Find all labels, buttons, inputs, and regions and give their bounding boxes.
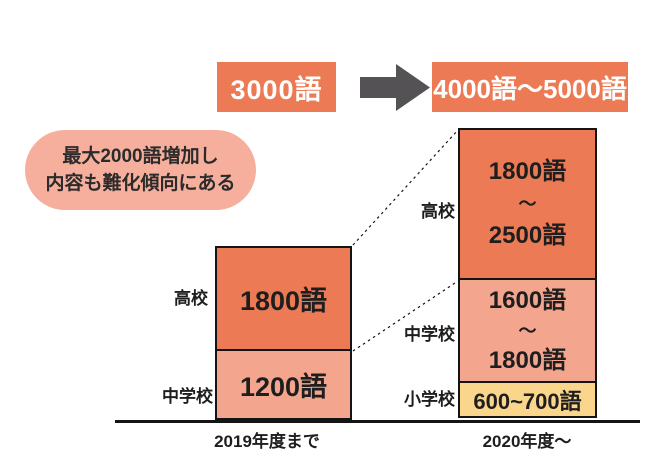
after-total-box: 4000語〜5000語 [432, 62, 628, 112]
before-total-box: 3000語 [217, 62, 336, 112]
bar-2020-elementary-segment: 600~700語 [458, 381, 597, 418]
bar-2019-highschool-segment: 1800語 [215, 246, 352, 351]
bar-2020-juniorhigh-segment: 1600語 〜 1800語 [458, 278, 597, 383]
label-2020-highschool: 高校 [421, 202, 455, 221]
callout-line-1: 最大2000語増加し [62, 146, 219, 167]
before-total-label: 3000語 [230, 74, 323, 105]
bar-2020-juniorhigh-tilde: 〜 [518, 320, 537, 341]
label-2019-highschool: 高校 [174, 289, 208, 308]
callout-line-2: 内容も難化傾向にある [45, 173, 236, 194]
bar-2020-juniorhigh-value-min: 1600語 [488, 286, 567, 314]
label-2020-juniorhigh: 中学校 [404, 325, 455, 344]
right-arrow-icon [360, 64, 430, 111]
bar-2020: 1800語 〜 2500語 1600語 〜 1800語 600~700語 [458, 128, 597, 418]
axis-label-2019: 2019年度まで [214, 432, 320, 451]
label-2019-juniorhigh: 中学校 [162, 387, 213, 406]
bar-2020-highschool-value-min: 1800語 [488, 158, 567, 185]
bar-2019-highschool-value: 1800語 [239, 286, 328, 316]
bar-2020-highschool-tilde: 〜 [518, 194, 537, 214]
axis-label-2020: 2020年度〜 [482, 432, 572, 451]
after-total-label: 4000語〜5000語 [433, 73, 627, 104]
bar-2019: 1800語 1200語 [215, 246, 352, 420]
bar-2020-highschool-segment: 1800語 〜 2500語 [458, 128, 597, 280]
label-2020-elementary: 小学校 [404, 390, 455, 409]
bar-2020-juniorhigh-value-max: 1800語 [488, 346, 567, 374]
callout-bubble: 最大2000語増加し 内容も難化傾向にある [25, 130, 256, 210]
bar-2020-highschool-value-max: 2500語 [488, 222, 567, 249]
bar-2019-juniorhigh-segment: 1200語 [215, 349, 352, 420]
bar-2020-elementary-value: 600~700語 [473, 388, 582, 414]
bar-2019-juniorhigh-value: 1200語 [239, 372, 328, 402]
dotted-connector-top [352, 129, 459, 246]
